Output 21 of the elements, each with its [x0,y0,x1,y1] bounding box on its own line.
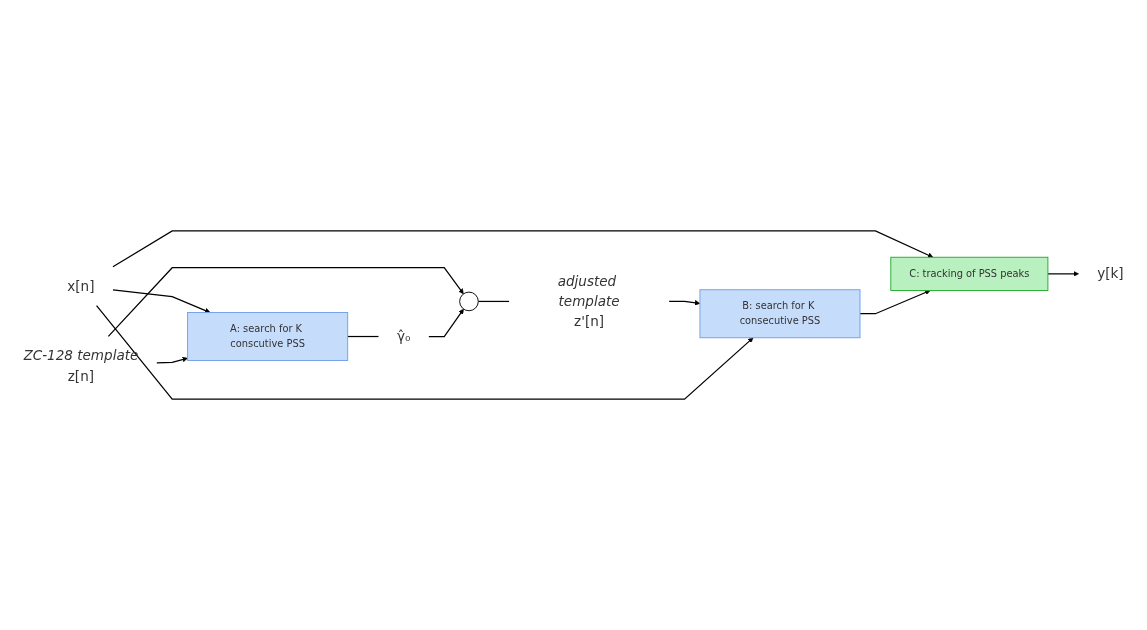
node-box: B: search for K consecutive PSS [699,289,861,339]
node-text: z'[n] [574,314,605,330]
node-box: C: tracking of PSS peaks [890,256,1049,291]
arrow [668,300,701,306]
connector [347,335,380,338]
arrow [112,230,934,268]
node-text: x[n] [67,278,95,294]
node-text: z[n] [67,368,95,384]
node-text: γ̂₀ [396,328,411,345]
node-label: ZC-128 template [23,348,139,364]
arrow [107,267,464,337]
arrow [156,356,188,364]
arrow [1047,271,1079,277]
arrow [95,304,754,400]
connector [477,300,510,302]
node-text: y[k] [1097,266,1124,282]
arrow [112,289,211,314]
arrow [859,289,931,315]
node-box: A: search for K conscutive PSS [187,312,349,361]
arrow [428,308,464,338]
node-circle [459,291,479,312]
